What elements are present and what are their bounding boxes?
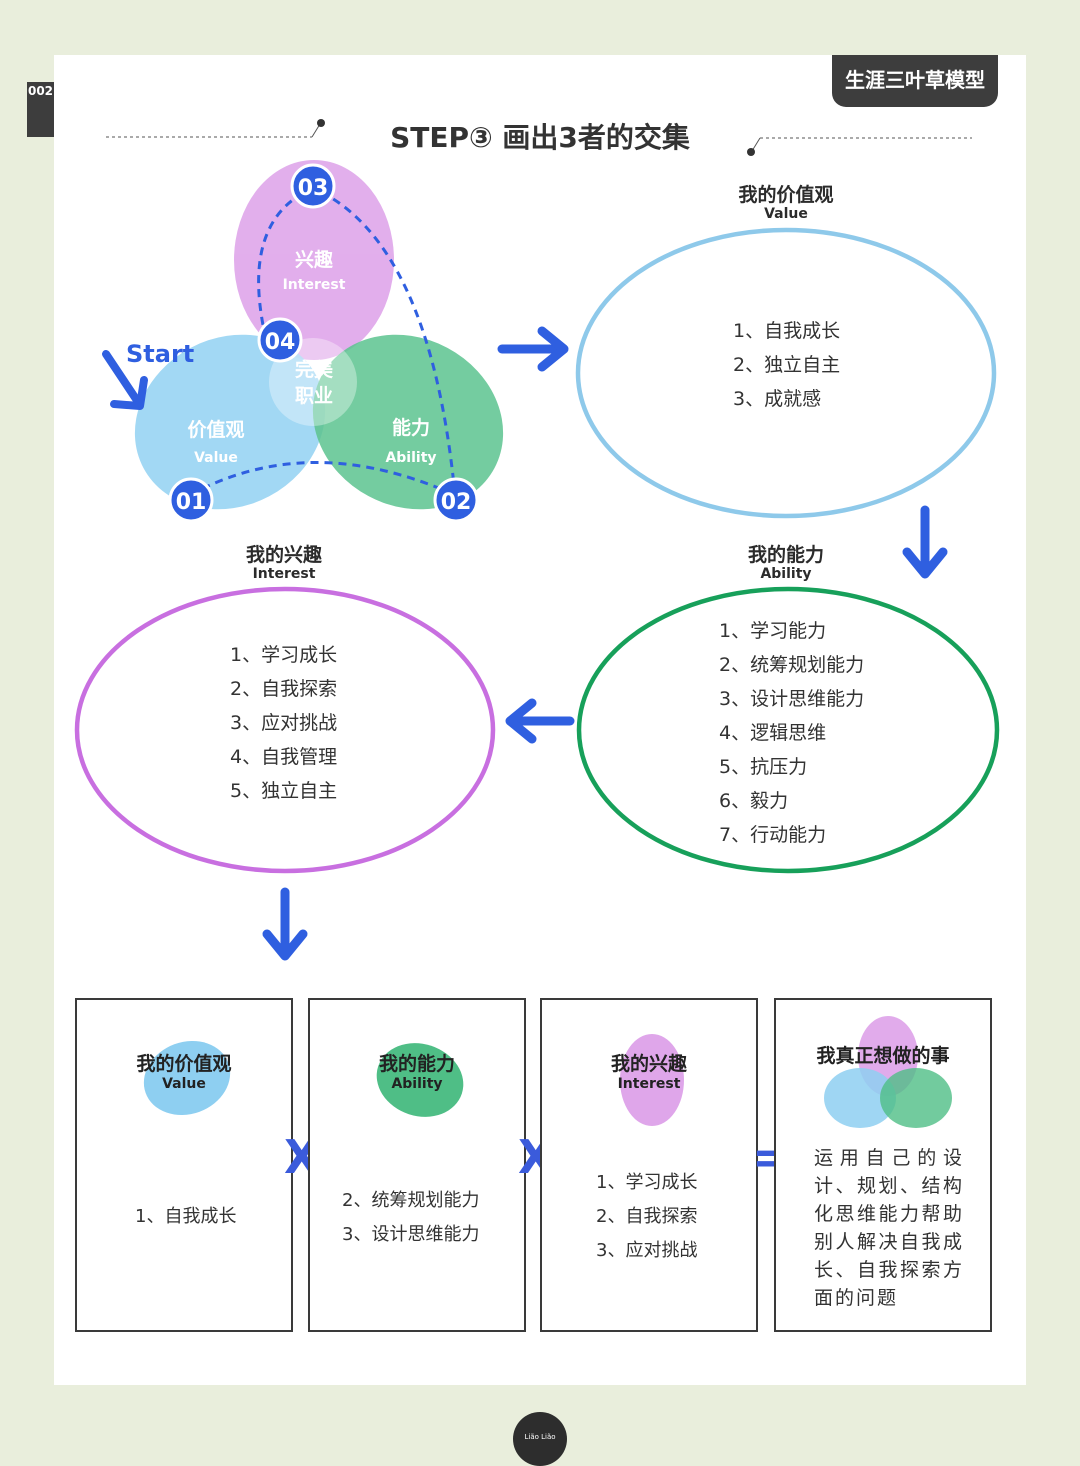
center-label-line2: 职业 [295,385,333,407]
value-box-subtitle: Value [162,1076,206,1092]
ability-oval-heading: 我的能力 Ability [700,544,872,582]
ability-box-list: 2、统筹规划能力 3、设计思维能力 [342,1184,479,1252]
value-list: 1、自我成长 2、独立自主 3、成就感 [733,314,840,416]
ability-petal-label: 能力 [392,416,430,439]
model-badge: 生涯三叶草模型 [832,55,998,107]
interest-oval-heading: 我的兴趣 Interest [198,544,370,582]
interest-box-title: 我的兴趣 [610,1053,687,1075]
arrow-left-icon [505,698,575,744]
ability-box-heading: 我的能力 Ability [310,1052,524,1092]
ability-box-title: 我的能力 [378,1053,455,1075]
ability-petal [312,334,504,510]
start-label: Start [126,340,195,368]
arrow-down-icon [902,505,948,579]
list-item: 2、独立自主 [733,354,841,376]
value-box-title: 我的价值观 [136,1053,232,1075]
list-item: 3、设计思维能力 [719,688,865,710]
list-item: 3、应对挑战 [230,712,338,734]
list-item: 2、统筹规划能力 [719,654,865,676]
list-item: 5、抗压力 [719,756,808,778]
page-title: STEP③ 画出3者的交集 [390,121,690,154]
list-item: 3、设计思维能力 [342,1224,480,1245]
ability-oval-title: 我的能力 [747,544,824,566]
interest-box-list: 1、学习成长 2、自我探索 3、应对挑战 [596,1166,697,1268]
value-box-heading: 我的价值观 Value [77,1052,291,1092]
ability-list: 1、学习能力 2、统筹规划能力 3、设计思维能力 4、逻辑思维 5、抗压力 6、… [719,614,864,852]
footer-logo: Lião Lião [513,1412,567,1466]
interest-petal-sublabel: Interest [283,277,346,293]
list-item: 2、自我探索 [596,1206,698,1227]
list-item: 1、学习成长 [596,1172,698,1193]
result-box-title: 我真正想做的事 [816,1045,950,1067]
list-item: 6、毅力 [719,790,789,812]
svg-text:04: 04 [265,330,296,355]
center-label-line1: 完美 [295,358,334,381]
path-dashed-line [189,186,457,497]
start-arrow-icon [102,350,148,410]
interest-oval [74,586,496,874]
arrow-down-icon [262,887,308,961]
clover-venn-diagram: 兴趣 Interest 价值观 Value 能力 Ability 完美 职业 0… [134,160,504,523]
list-item: 1、学习能力 [719,620,827,642]
marker-03: 03 [290,163,336,209]
marker-04: 04 [257,317,303,363]
list-item: 4、自我管理 [230,746,338,768]
interest-box-subtitle: Interest [617,1076,681,1092]
list-item: 3、成就感 [733,388,822,410]
ability-oval-subtitle: Ability [760,566,812,582]
list-item: 1、学习成长 [230,644,338,666]
marker-01: 01 [168,477,214,523]
ability-oval [576,586,1000,874]
title-decoration [106,119,972,156]
value-oval-subtitle: Value [764,206,808,222]
value-summary-box: 我的价值观 Value 1、自我成长 [75,998,293,1332]
result-box-heading: 我真正想做的事 [776,1044,990,1068]
interest-oval-title: 我的兴趣 [245,544,322,566]
list-item: 7、行动能力 [719,824,827,846]
mini-venn-icon [824,1016,952,1128]
interest-petal-label: 兴趣 [295,248,334,271]
interest-blob [620,1034,684,1126]
marker-02: 02 [433,477,479,523]
list-item: 4、逻辑思维 [719,722,827,744]
value-petal [134,334,326,510]
ability-box-subtitle: Ability [391,1076,443,1092]
interest-list: 1、学习成长 2、自我探索 3、应对挑战 4、自我管理 5、独立自主 [230,638,337,808]
value-oval-heading: 我的价值观 Value [700,184,872,222]
svg-text:02: 02 [441,490,472,515]
list-item: 2、自我探索 [230,678,338,700]
value-oval [575,227,997,519]
value-box-list: 1、自我成长 [135,1200,236,1234]
list-item: 1、自我成长 [135,1206,237,1227]
list-item: 1、自我成长 [733,320,841,342]
value-petal-sublabel: Value [194,450,238,466]
center-circle [269,338,357,426]
ability-petal-sublabel: Ability [385,450,436,466]
result-summary-box: 我真正想做的事 运用自己的设计、规划、结构化思维能力帮助别人解决自我成长、自我探… [774,998,992,1332]
value-petal-label: 价值观 [187,418,244,441]
list-item: 5、独立自主 [230,780,338,802]
interest-oval-subtitle: Interest [252,566,316,582]
ability-summary-box: 我的能力 Ability 2、统筹规划能力 3、设计思维能力 [308,998,526,1332]
interest-petal [234,160,394,360]
result-description: 运用自己的设计、规划、结构化思维能力帮助别人解决自我成长、自我探索方面的问题 [814,1147,964,1309]
page-number-tab: 002 [27,82,54,137]
arrow-right-icon [497,326,569,372]
interest-summary-box: 我的兴趣 Interest 1、学习成长 2、自我探索 3、应对挑战 [540,998,758,1332]
svg-text:01: 01 [176,490,207,515]
list-item: 3、应对挑战 [596,1240,698,1261]
interest-box-heading: 我的兴趣 Interest [542,1052,756,1092]
svg-text:03: 03 [298,176,329,201]
value-oval-title: 我的价值观 [738,184,834,206]
list-item: 2、统筹规划能力 [342,1190,480,1211]
